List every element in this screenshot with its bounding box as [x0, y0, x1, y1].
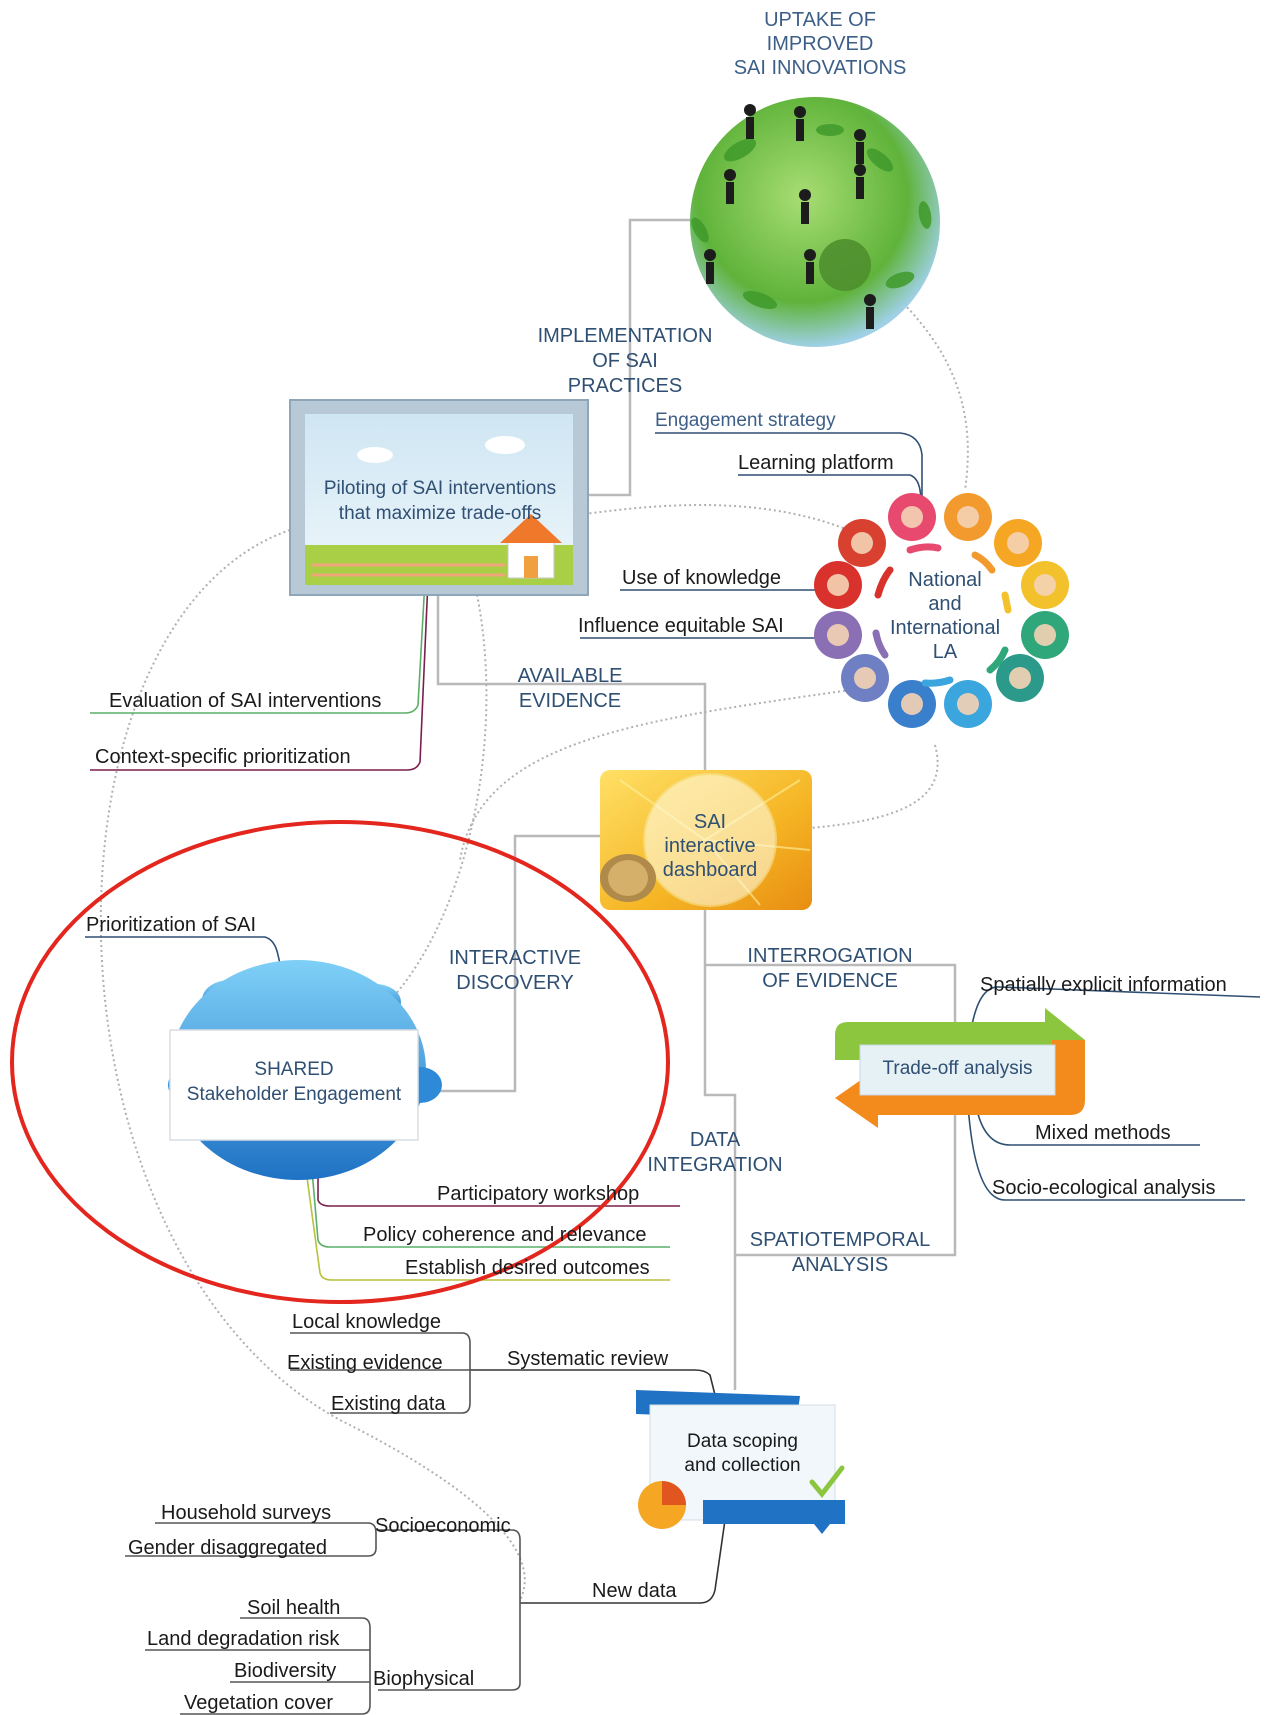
- la-child-learning: Learning platform: [738, 452, 894, 474]
- child-line-sr-bracket: [290, 1332, 471, 1414]
- stakeholder-child-desired: Establish desired outcomes: [405, 1257, 650, 1279]
- child-line-systematic-review: [470, 1369, 716, 1396]
- tradeoff-panel: [859, 1044, 1056, 1096]
- child-line-prioritization-sai: [85, 936, 286, 986]
- connector-dashboard-down: [703, 905, 737, 1390]
- child-line-evaluation: [90, 579, 426, 714]
- tradeoff-child-socio-ecological: Socio-ecological analysis: [992, 1177, 1216, 1199]
- highlight-ellipse: [10, 820, 670, 1304]
- link-label-interactive-discovery: INTERACTIVE DISCOVERY: [448, 947, 582, 994]
- link-label-data-integration: DATA INTEGRATION: [647, 1129, 783, 1176]
- link-label-spatiotemporal: SPATIOTEMPORAL ANALYSIS: [749, 1229, 931, 1276]
- bio-child-land-degradation: Land degradation risk: [147, 1628, 340, 1650]
- child-line-new-data: [520, 1519, 726, 1604]
- child-line-policy: [311, 1169, 670, 1248]
- dashboard-label: SAI interactive dashboard: [662, 811, 758, 881]
- bio-child-biodiversity: Biodiversity: [234, 1660, 337, 1682]
- biophysical-label: Biophysical: [373, 1668, 475, 1690]
- la-child-engagement: Engagement strategy: [655, 410, 836, 431]
- outcome-title: UPTAKE OF IMPROVED SAI INNOVATIONS: [733, 9, 907, 79]
- uptake-globe: [690, 97, 940, 347]
- piloting-label: Piloting of SAI interventions that maxim…: [323, 478, 557, 524]
- arc-segments: [872, 543, 1012, 687]
- sr-child-local-knowledge: Local knowledge: [292, 1311, 441, 1333]
- child-line-desired: [305, 1169, 670, 1281]
- house-icon: [500, 514, 562, 579]
- piloting-child-context: Context-specific prioritization: [95, 746, 351, 768]
- child-line-learning: [738, 474, 923, 506]
- child-line-socio-ecological: [967, 1104, 1245, 1201]
- learning-alliance-people: [814, 493, 1069, 728]
- globe-foliage: [691, 124, 932, 310]
- socio-child-gender: Gender disaggregated: [128, 1537, 328, 1559]
- child-line-prioritization-context: [90, 579, 429, 771]
- new-data-label: New data: [592, 1580, 677, 1602]
- tradeoff-label: Trade-off analysis: [882, 1058, 1033, 1079]
- crosslink-la-to-dashboard: [809, 744, 939, 829]
- stakeholder-child-policy: Policy coherence and relevance: [363, 1224, 647, 1246]
- globe-sphere: [690, 97, 940, 347]
- child-line-bio-bracket: [145, 1617, 371, 1715]
- farmer-figures-icon: [704, 104, 876, 329]
- tradeoff-child-mixed: Mixed methods: [1035, 1122, 1171, 1144]
- checkmark-icon: [809, 1465, 845, 1498]
- crosslink-pilot-left-loop: [99, 529, 526, 1601]
- cross-links: [99, 299, 969, 1601]
- connector-dashboard-to-stakeholder: [432, 834, 600, 1093]
- stakeholder-node: [168, 960, 442, 1180]
- piloting-child-evaluation: Evaluation of SAI interventions: [109, 690, 382, 712]
- stakeholder-sign: [169, 1029, 419, 1141]
- pie-chart-icon: [638, 1481, 686, 1529]
- sr-child-existing-evidence: Existing evidence: [287, 1352, 443, 1374]
- globe-tree-icon: [819, 239, 871, 291]
- crosslink-la-to-stakeholder-upper: [459, 689, 851, 861]
- la-child-use-knowledge: Use of knowledge: [622, 567, 781, 589]
- fence-icon: [312, 563, 505, 577]
- tradeoff-child-spatially: Spatially explicit information: [980, 974, 1227, 996]
- sr-child-existing-data: Existing data: [331, 1393, 446, 1415]
- bio-child-soil-health: Soil health: [247, 1597, 341, 1619]
- la-child-influence: Influence equitable SAI: [578, 615, 784, 637]
- link-label-implementation: IMPLEMENTATION OF SAI PRACTICES: [537, 325, 713, 397]
- crosslink-pilot-to-la: [544, 504, 861, 536]
- crosslink-pilot-to-stakeholder: [394, 584, 488, 996]
- stakeholder-label: SHARED Stakeholder Engagement: [186, 1059, 402, 1105]
- stakeholder-child-workshop: Participatory workshop: [437, 1183, 640, 1205]
- piloting-frame: [289, 399, 589, 596]
- child-line-workshop: [317, 1170, 680, 1207]
- connector-pilot-to-dashboard: [436, 580, 707, 790]
- child-line-spatially: [971, 986, 1261, 1026]
- bio-child-vegetation: Vegetation cover: [184, 1692, 333, 1714]
- link-label-interrogation: INTERROGATION OF EVIDENCE: [747, 945, 913, 992]
- data-scoping-node: [636, 1390, 845, 1534]
- data-scoping-label: Data scoping and collection: [684, 1431, 801, 1476]
- face-highlights: [827, 506, 1056, 715]
- systematic-review-label: Systematic review: [507, 1348, 669, 1370]
- dashboard-node: [600, 770, 812, 910]
- socio-child-household: Household surveys: [161, 1502, 332, 1524]
- crosslink-globe-to-la: [899, 299, 969, 491]
- child-line-engagement: [655, 432, 923, 505]
- lightbulb-icon: [643, 773, 777, 907]
- stakeholder-child-prioritization: Prioritization of SAI: [86, 914, 257, 936]
- child-line-socio-bracket: [125, 1522, 377, 1557]
- child-line-nd-bracket: [378, 1529, 521, 1691]
- link-label-available-evidence: AVAILABLE EVIDENCE: [517, 665, 623, 712]
- learning-alliance-label: National and International LA: [889, 569, 1001, 663]
- bulb-base-icon: [600, 854, 656, 902]
- socioeconomic-label: Socioeconomic: [375, 1515, 511, 1537]
- tradeoff-node: [835, 1008, 1085, 1128]
- child-connectors: [85, 432, 1261, 1715]
- cloud-icon: [357, 436, 525, 463]
- bottom-banner-icon: [703, 1500, 845, 1534]
